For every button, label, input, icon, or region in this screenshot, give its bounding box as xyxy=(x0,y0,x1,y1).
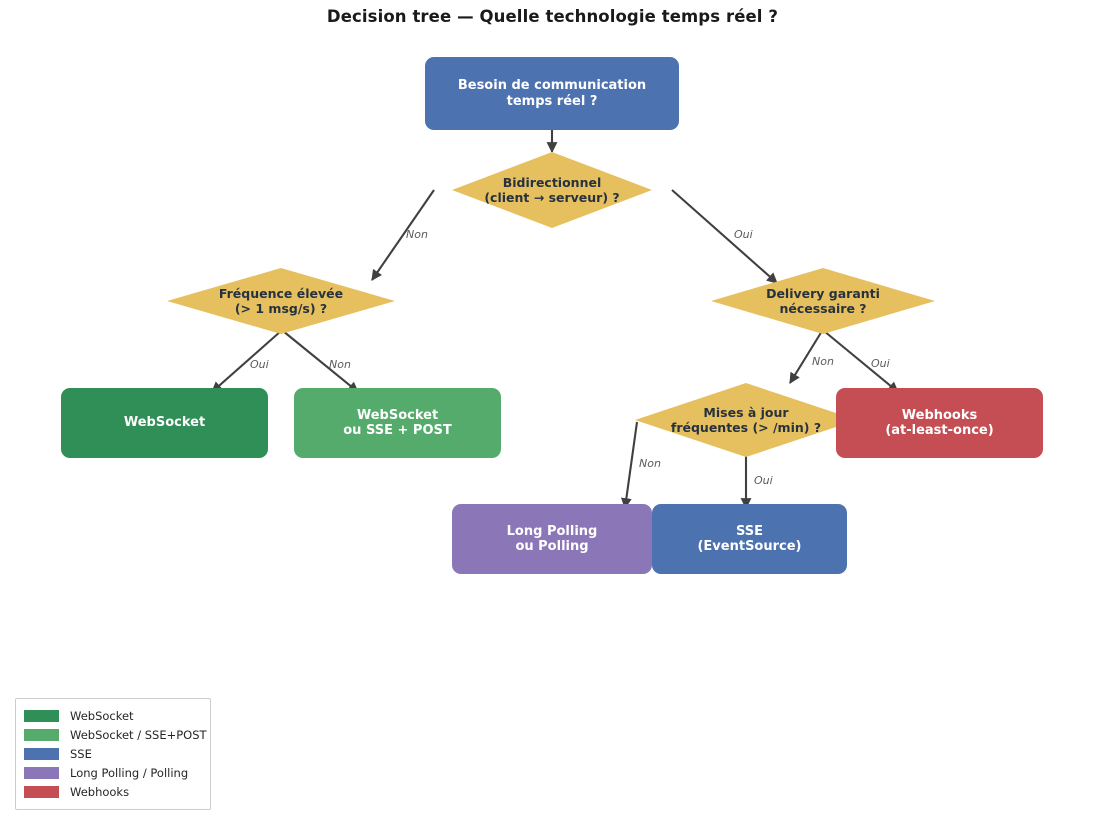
legend-label-long-polling: Long Polling / Polling xyxy=(70,765,189,780)
node-root[interactable]: Besoin de communication temps réel ? xyxy=(425,57,679,130)
node-delivery-label: Delivery garanti nécessaire ? xyxy=(766,286,880,316)
node-mises-a-jour[interactable]: Mises à jour fréquentes (> /min) ? xyxy=(635,383,857,457)
legend-item: SSE xyxy=(24,744,202,763)
edge-label-delivery-oui: Oui xyxy=(871,357,890,370)
node-webhooks-label: Webhooks (at-least-once) xyxy=(885,407,994,438)
node-bidirectionnel-label: Bidirectionnel (client → serveur) ? xyxy=(484,175,620,205)
legend-item: Long Polling / Polling xyxy=(24,763,202,782)
edge-label-frequence-non: Non xyxy=(329,358,351,371)
legend-swatch-websocket-sse-post xyxy=(24,728,59,741)
edge-label-bidirectionnel-oui: Oui xyxy=(734,228,753,241)
legend-swatch-long-polling xyxy=(24,766,59,779)
legend-swatch-webhooks xyxy=(24,785,59,798)
legend-item: WebSocket xyxy=(24,706,202,725)
edge-label-bidirectionnel-non: Non xyxy=(406,228,428,241)
node-long-polling-label: Long Polling ou Polling xyxy=(506,523,598,554)
node-websocket-label: WebSocket xyxy=(123,415,206,431)
edge-frequence-to-websocket xyxy=(211,330,282,393)
node-mises-a-jour-label: Mises à jour fréquentes (> /min) ? xyxy=(670,405,822,435)
legend: WebSocket WebSocket / SSE+POST SSE Long … xyxy=(15,698,211,810)
node-frequence-label: Fréquence élevée (> 1 msg/s) ? xyxy=(218,286,344,316)
legend-swatch-websocket xyxy=(24,709,59,722)
legend-label-sse: SSE xyxy=(70,746,92,761)
node-root-label: Besoin de communication temps réel ? xyxy=(457,78,647,109)
legend-label-webhooks: Webhooks xyxy=(70,784,130,799)
edge-label-frequence-oui: Oui xyxy=(250,358,269,371)
node-websocket-sse-post-label: WebSocket ou SSE + POST xyxy=(343,407,452,438)
edge-label-mises-a-jour-non: Non xyxy=(639,457,661,470)
edge-label-mises-a-jour-oui: Oui xyxy=(754,474,773,487)
node-sse[interactable]: SSE (EventSource) xyxy=(652,504,847,574)
node-sse-label: SSE (EventSource) xyxy=(697,523,802,554)
node-frequence[interactable]: Fréquence élevée (> 1 msg/s) ? xyxy=(167,268,395,334)
page-title: Decision tree — Quelle technologie temps… xyxy=(326,7,779,26)
legend-swatch-sse xyxy=(24,747,59,760)
node-webhooks[interactable]: Webhooks (at-least-once) xyxy=(836,388,1043,458)
node-long-polling[interactable]: Long Polling ou Polling xyxy=(452,504,652,574)
edge-label-delivery-non: Non xyxy=(812,355,834,368)
legend-label-websocket: WebSocket xyxy=(70,708,134,723)
node-websocket-sse-post[interactable]: WebSocket ou SSE + POST xyxy=(294,388,501,458)
node-websocket[interactable]: WebSocket xyxy=(61,388,268,458)
node-bidirectionnel[interactable]: Bidirectionnel (client → serveur) ? xyxy=(452,152,652,228)
legend-item: Webhooks xyxy=(24,782,202,801)
legend-label-websocket-sse-post: WebSocket / SSE+POST xyxy=(70,727,207,742)
node-delivery[interactable]: Delivery garanti nécessaire ? xyxy=(711,268,935,334)
legend-item: WebSocket / SSE+POST xyxy=(24,725,207,744)
